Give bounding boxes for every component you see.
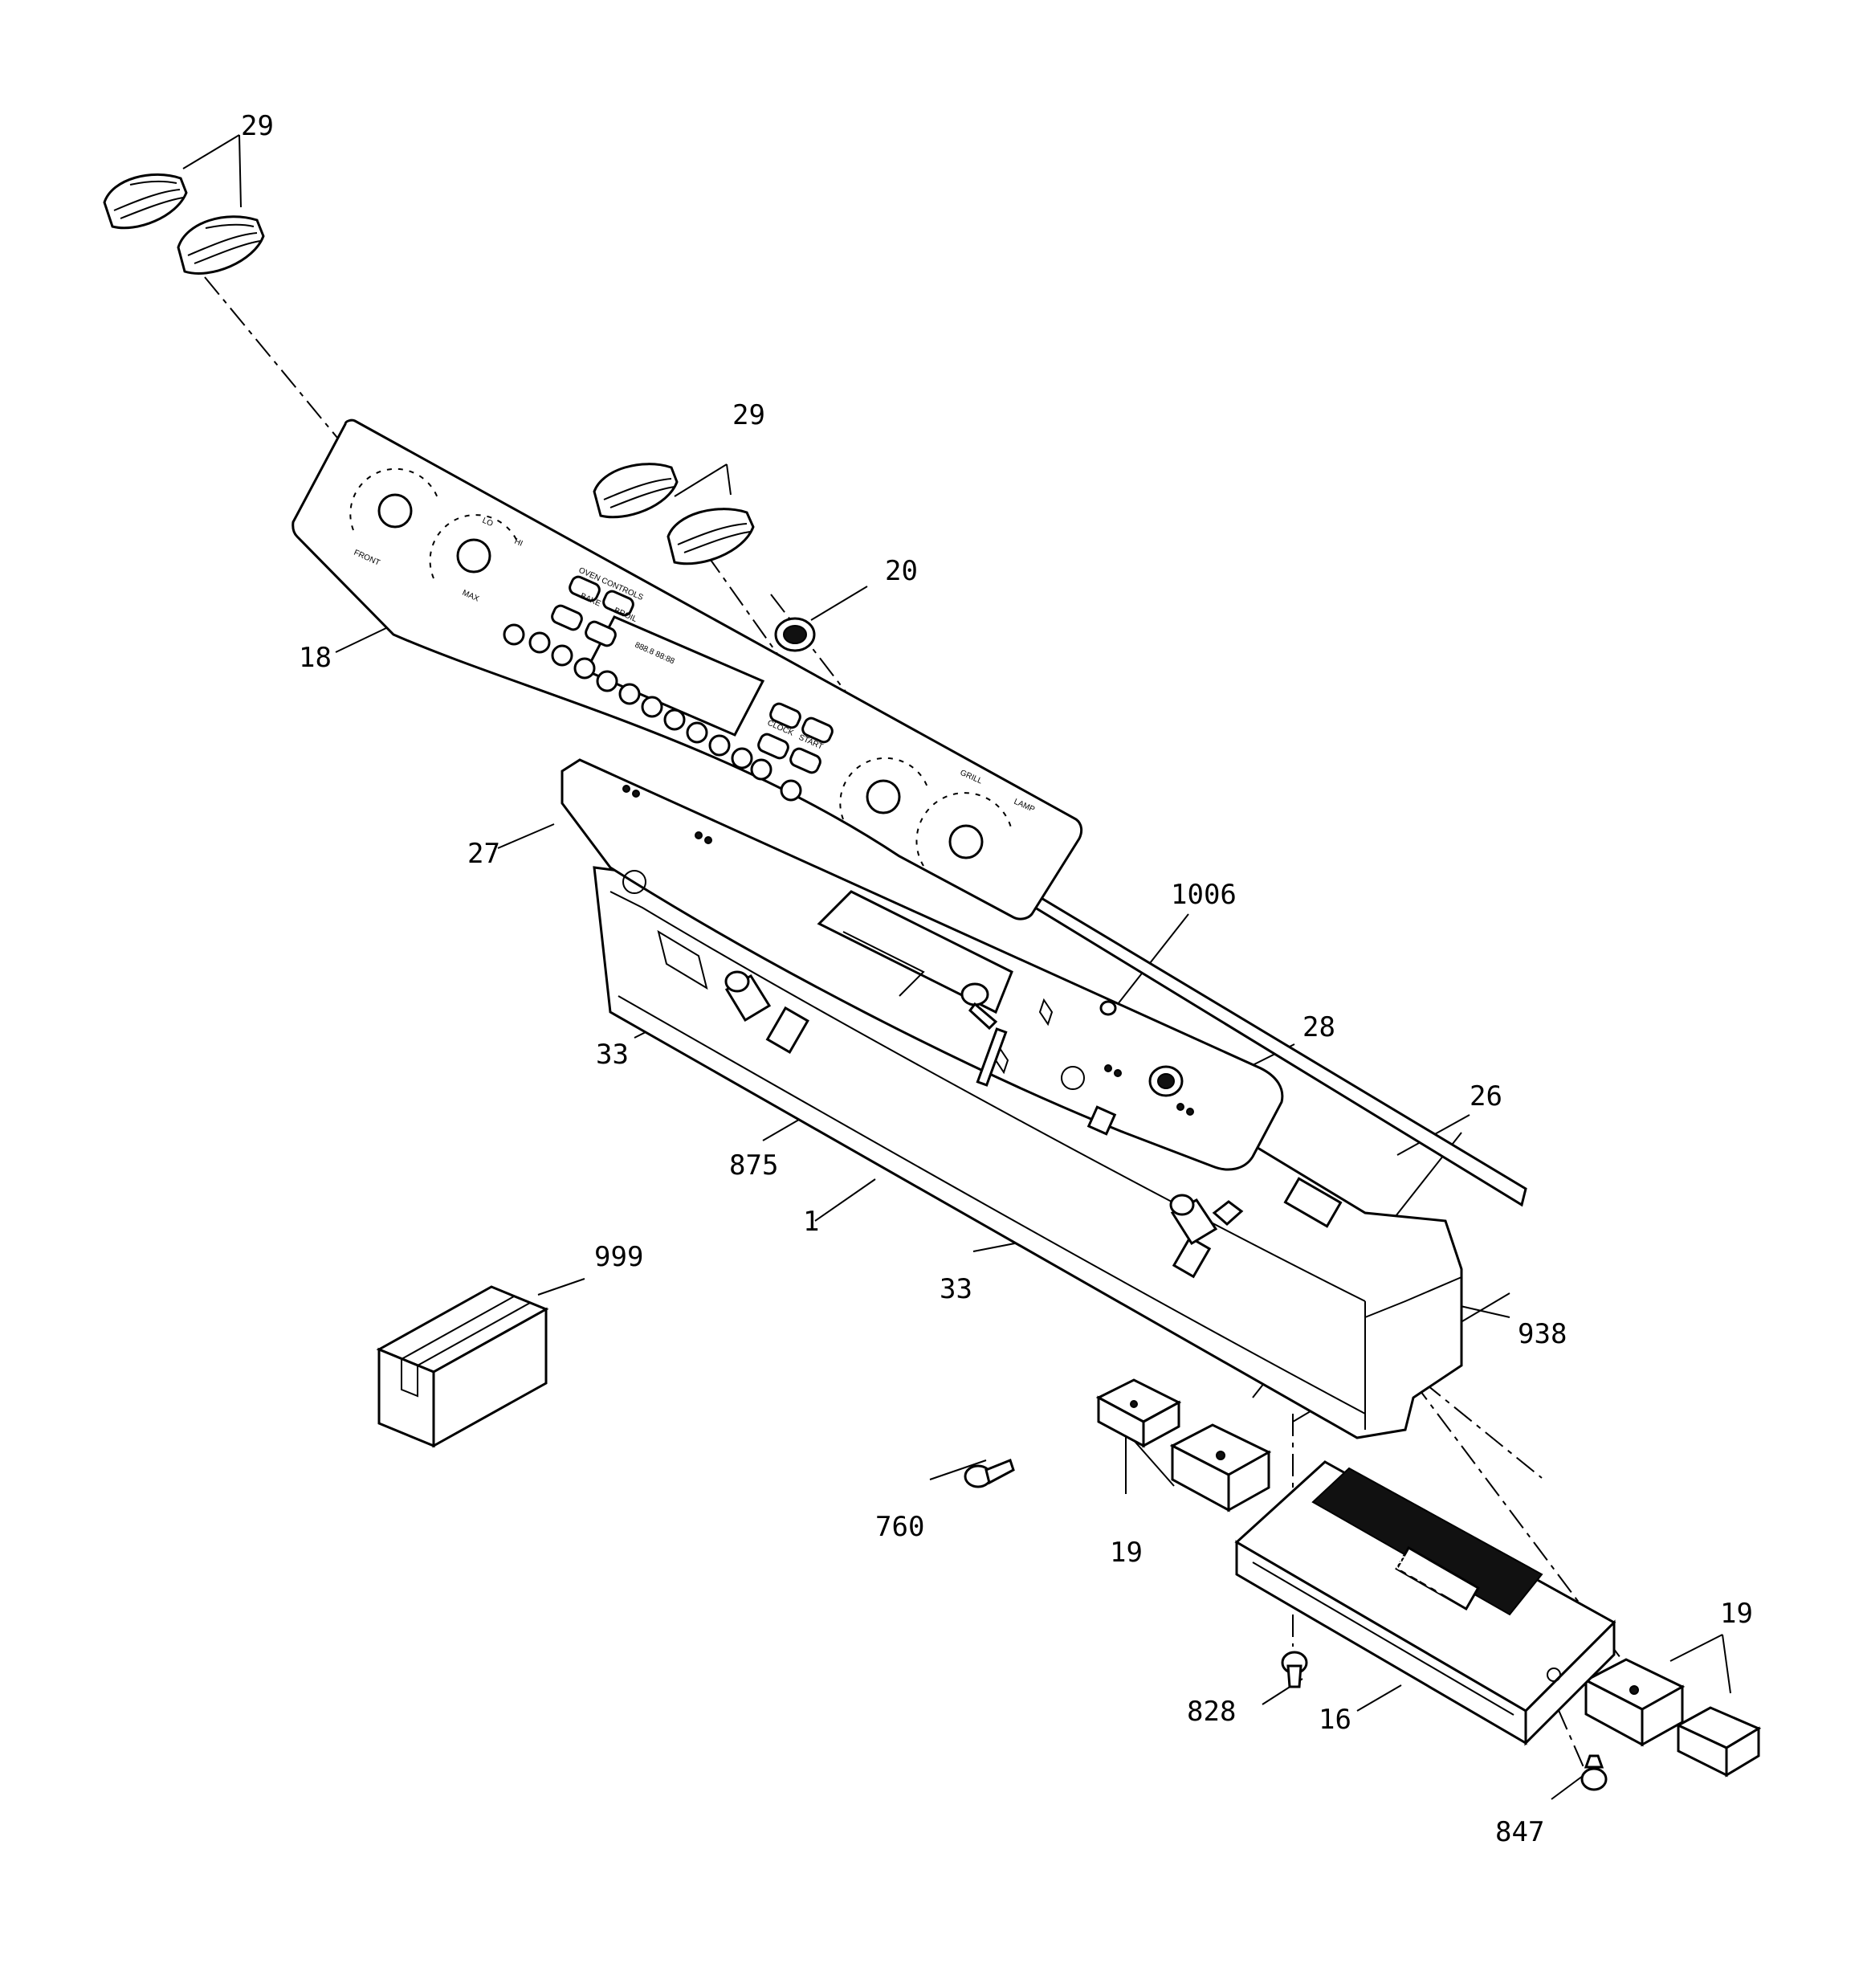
bracket-938 bbox=[1212, 1200, 1244, 1226]
label-938: 938 bbox=[1518, 1318, 1567, 1350]
relay-module bbox=[1675, 1706, 1762, 1778]
label-19-right: 19 bbox=[1720, 1598, 1753, 1630]
screw-847 bbox=[1580, 1754, 1608, 1791]
knob bbox=[667, 508, 755, 565]
label-19-center: 19 bbox=[1110, 1537, 1143, 1569]
lamp-holder-lower bbox=[1169, 1194, 1218, 1246]
label-16: 16 bbox=[1319, 1704, 1351, 1736]
keypad bbox=[528, 631, 773, 781]
knob-group-upper-left bbox=[103, 173, 265, 275]
label-33-lower: 33 bbox=[940, 1273, 972, 1305]
screw-828 bbox=[1281, 1651, 1308, 1688]
part-labels: 29 29 20 18 27 1006 28 26 33 875 1 33 93… bbox=[241, 110, 1753, 1848]
label-847: 847 bbox=[1495, 1816, 1544, 1848]
label-26: 26 bbox=[1470, 1080, 1502, 1112]
relay-module bbox=[1169, 1423, 1272, 1512]
label-hi: HI bbox=[513, 537, 524, 549]
label-lo: LO bbox=[481, 516, 495, 529]
label-1: 1 bbox=[803, 1206, 819, 1238]
control-panel-overlay: 888.8 88:88 OVEN CONTROLS BAKE BROIL CLO… bbox=[291, 418, 1083, 921]
knob bbox=[103, 173, 188, 230]
label-29-upper: 29 bbox=[241, 110, 274, 142]
relay-modules-right bbox=[1583, 1658, 1762, 1778]
label-29-center: 29 bbox=[732, 399, 765, 431]
relay-module bbox=[1583, 1658, 1686, 1747]
small-screw bbox=[1099, 1000, 1117, 1016]
label-828: 828 bbox=[1187, 1696, 1236, 1728]
label-28: 28 bbox=[1302, 1011, 1335, 1043]
carton-box bbox=[376, 1285, 549, 1448]
label-20: 20 bbox=[885, 555, 918, 587]
label-1006: 1006 bbox=[1171, 879, 1237, 911]
electronic-control-module: 88:88 88:88 bbox=[1234, 1460, 1616, 1746]
knob bbox=[177, 215, 265, 275]
knob-group-center bbox=[593, 463, 755, 565]
control-housing bbox=[593, 866, 1463, 1439]
label-999: 999 bbox=[594, 1241, 643, 1273]
lamp-holder-upper bbox=[724, 970, 772, 1023]
label-760: 760 bbox=[875, 1511, 924, 1543]
knob-bezel bbox=[774, 617, 816, 652]
label-18: 18 bbox=[299, 642, 332, 674]
screw-760 bbox=[964, 1459, 1015, 1488]
label-33-upper: 33 bbox=[596, 1039, 629, 1071]
label-27: 27 bbox=[467, 838, 500, 870]
relay-modules-center bbox=[1095, 1378, 1272, 1512]
label-875: 875 bbox=[729, 1149, 778, 1182]
switch bbox=[1148, 1065, 1184, 1097]
knob bbox=[593, 463, 679, 519]
screw-875 bbox=[960, 982, 998, 1031]
relay-module bbox=[1095, 1378, 1182, 1448]
housing-cutout bbox=[817, 890, 1013, 1014]
